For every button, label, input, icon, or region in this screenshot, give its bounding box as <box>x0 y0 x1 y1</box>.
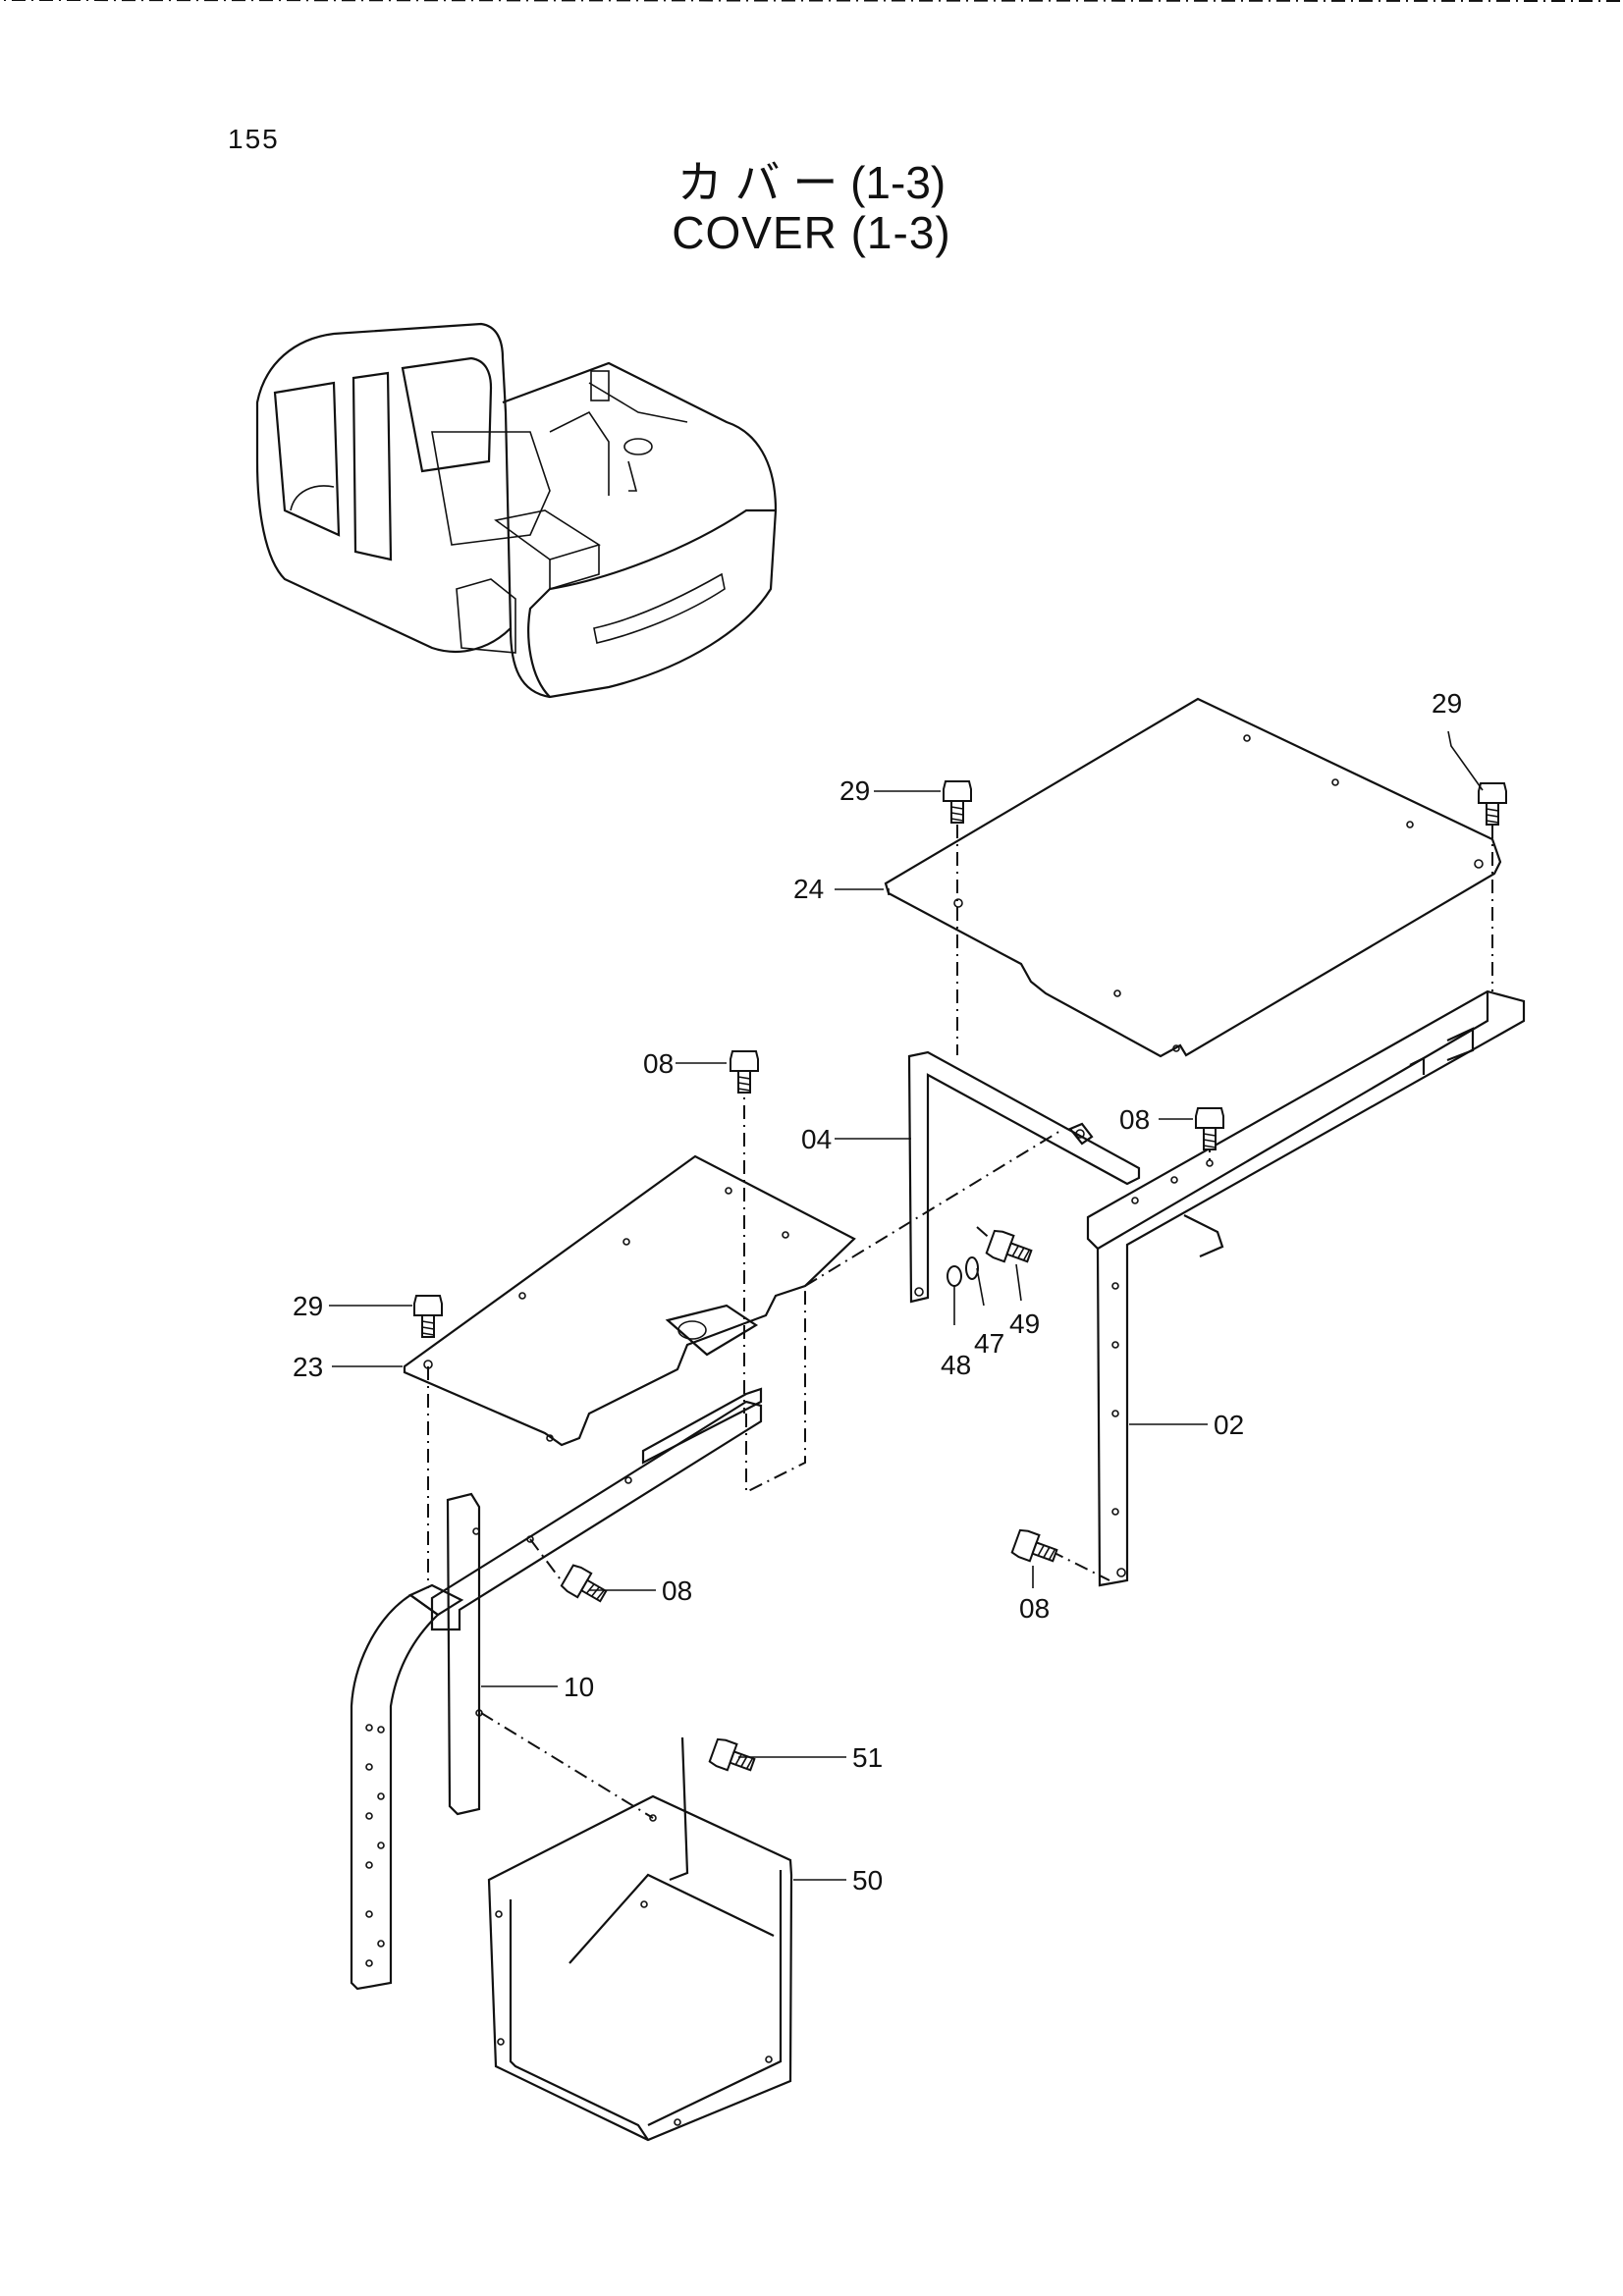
callout-51: 51 <box>852 1742 883 1773</box>
frame-10 <box>350 1400 763 1991</box>
callout-49: 49 <box>1009 1308 1040 1339</box>
bolt-icon <box>985 1228 1036 1270</box>
callout-02: 02 <box>1214 1410 1244 1440</box>
callout-29: 29 <box>1432 688 1462 719</box>
washer-icon <box>947 1256 979 1287</box>
bolt-icon <box>943 780 972 824</box>
bolt-icon <box>1010 1527 1061 1570</box>
callout-47: 47 <box>974 1328 1004 1359</box>
frame-04 <box>907 1050 1141 1304</box>
frame-02 <box>1086 989 1526 1587</box>
callout-10: 10 <box>564 1672 594 1702</box>
callout-08: 08 <box>1119 1104 1150 1135</box>
excavator-overview-icon <box>255 322 778 699</box>
assembly-lines <box>0 0 1621 1819</box>
page-number: 155 <box>228 124 280 154</box>
cover-plate-23 <box>403 1154 856 1465</box>
callout-24: 24 <box>793 874 824 904</box>
callout-48: 48 <box>941 1350 971 1380</box>
callout-08: 08 <box>662 1575 692 1606</box>
callout-50: 50 <box>852 1865 883 1896</box>
box-50 <box>487 1736 793 2142</box>
cover-plate-24 <box>884 697 1502 1058</box>
callout-29: 29 <box>293 1291 323 1321</box>
callout-04: 04 <box>801 1124 832 1154</box>
page-title-japanese: カ バ ー (1-3) <box>676 157 947 208</box>
callout-08: 08 <box>643 1048 674 1079</box>
bolt-icon <box>559 1562 612 1610</box>
page-title-english: COVER (1-3) <box>672 207 951 258</box>
bolt-icon <box>413 1295 443 1338</box>
bolt-icon <box>730 1050 759 1094</box>
callout-08: 08 <box>1019 1593 1050 1624</box>
leader-lines <box>329 730 1484 1881</box>
callout-23: 23 <box>293 1352 323 1382</box>
callout-29: 29 <box>839 775 870 806</box>
